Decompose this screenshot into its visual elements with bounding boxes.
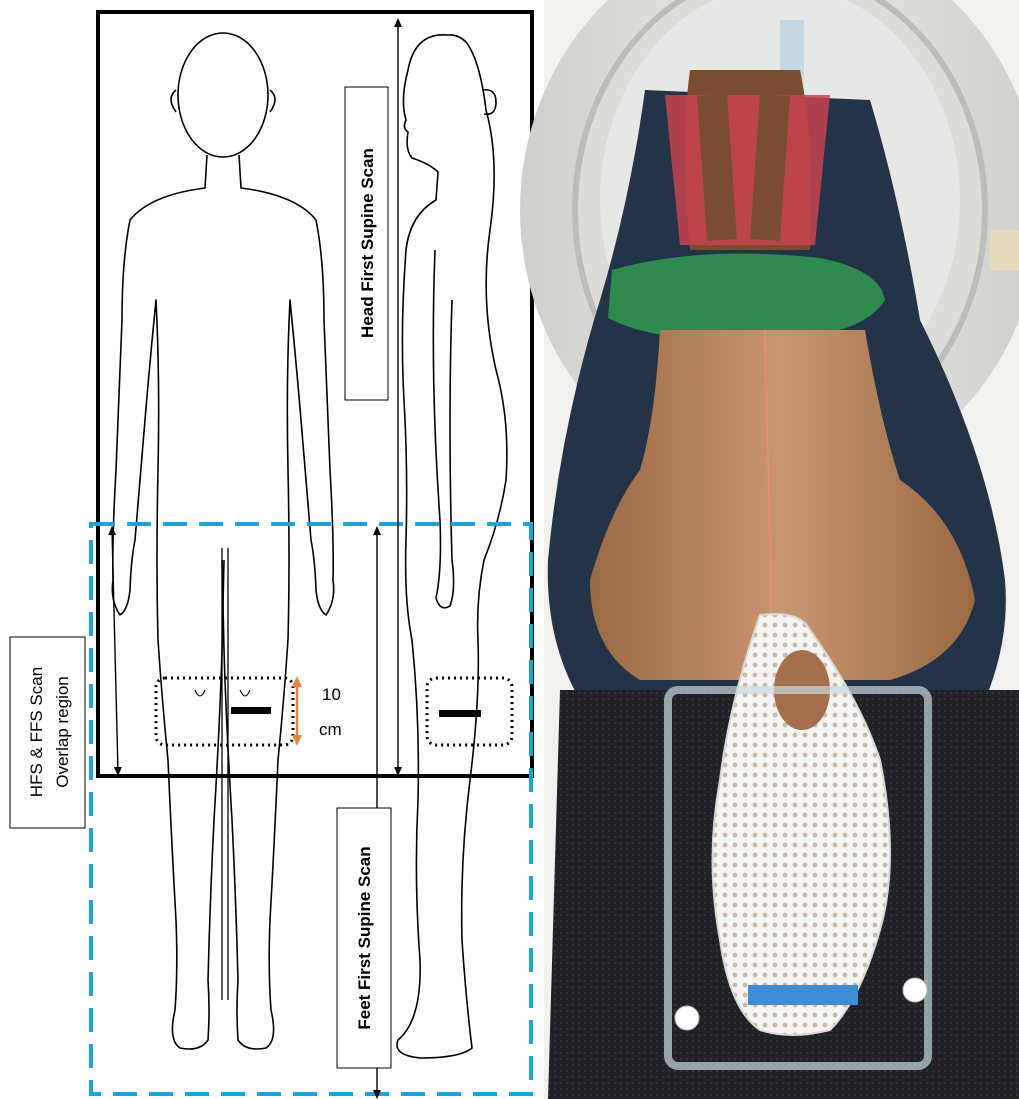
side-marker-bar bbox=[439, 710, 481, 717]
overlap-label-box bbox=[10, 637, 85, 828]
side-body-outline bbox=[397, 35, 507, 1058]
overlap-label-line1: HFS & FFS Scan bbox=[27, 667, 46, 797]
hfs-scan-box bbox=[98, 12, 532, 776]
measure-value: 10 bbox=[322, 685, 341, 704]
ffs-label: Feet First Supine Scan bbox=[355, 846, 374, 1029]
front-body-outline bbox=[112, 33, 333, 1049]
diagram-panel: Head First Supine Scan Feet First Supine… bbox=[10, 12, 532, 1095]
overlap-range-arrow bbox=[112, 530, 118, 772]
hfs-label: Head First Supine Scan bbox=[358, 148, 377, 338]
leg-support bbox=[665, 95, 830, 245]
measure-unit: cm bbox=[319, 720, 342, 739]
front-marker-bar bbox=[231, 707, 271, 714]
overlap-label-line2: Overlap region bbox=[53, 676, 72, 788]
patient-photo bbox=[520, 0, 1019, 1099]
green-drape bbox=[608, 254, 885, 340]
